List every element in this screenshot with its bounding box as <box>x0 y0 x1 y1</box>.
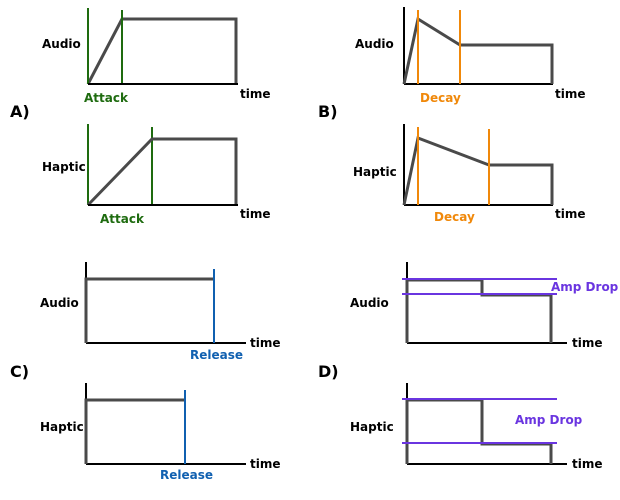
envelope-line <box>86 17 238 85</box>
envelope-line <box>405 278 553 343</box>
panel-c-haptic: Haptic time Release <box>40 383 281 482</box>
panel-a-audio: Audio time Attack <box>42 8 271 105</box>
envelope-line <box>402 135 554 206</box>
x-axis-label: time <box>555 207 586 221</box>
x-axis-label: time <box>250 336 281 350</box>
y-axis-label: Audio <box>350 296 389 310</box>
x-axis-label: time <box>250 457 281 471</box>
x-axis-label: time <box>572 457 603 471</box>
panel-d-audio: Audio time Amp Drop <box>350 262 619 350</box>
y-axis-label: Haptic <box>40 420 84 434</box>
panel-a-haptic: Haptic time Attack <box>42 124 271 226</box>
decay-label: Decay <box>434 210 475 224</box>
decay-label: Decay <box>420 91 461 105</box>
panel-letter-a: A) <box>10 102 30 121</box>
attack-label: Attack <box>100 212 145 226</box>
panel-b-audio: Audio time Decay <box>355 7 586 105</box>
envelope-line <box>84 277 214 343</box>
envelope-line <box>84 398 185 464</box>
y-axis-label: Haptic <box>42 160 86 174</box>
x-axis-label: time <box>240 87 271 101</box>
y-axis-label: Haptic <box>350 420 394 434</box>
panel-letter-b: B) <box>318 102 338 121</box>
envelope-line <box>405 398 553 464</box>
amp-drop-label: Amp Drop <box>515 413 583 427</box>
envelope-line <box>402 16 554 85</box>
y-axis-label: Audio <box>355 37 394 51</box>
envelope-line <box>86 137 238 207</box>
x-axis-label: time <box>240 207 271 221</box>
panel-c-audio: Audio time Release <box>40 262 281 362</box>
panel-d-haptic: Haptic time Amp Drop <box>350 383 603 471</box>
panel-letter-d: D) <box>318 362 339 381</box>
panel-letter-c: C) <box>10 362 29 381</box>
amp-drop-label: Amp Drop <box>551 280 619 294</box>
y-axis-label: Haptic <box>353 165 397 179</box>
x-axis-label: time <box>555 87 586 101</box>
release-label: Release <box>190 348 243 362</box>
y-axis-label: Audio <box>40 296 79 310</box>
x-axis-label: time <box>572 336 603 350</box>
panel-b-haptic: Haptic time Decay <box>353 124 586 224</box>
release-label: Release <box>160 468 213 482</box>
attack-label: Attack <box>84 91 129 105</box>
y-axis-label: Audio <box>42 37 81 51</box>
